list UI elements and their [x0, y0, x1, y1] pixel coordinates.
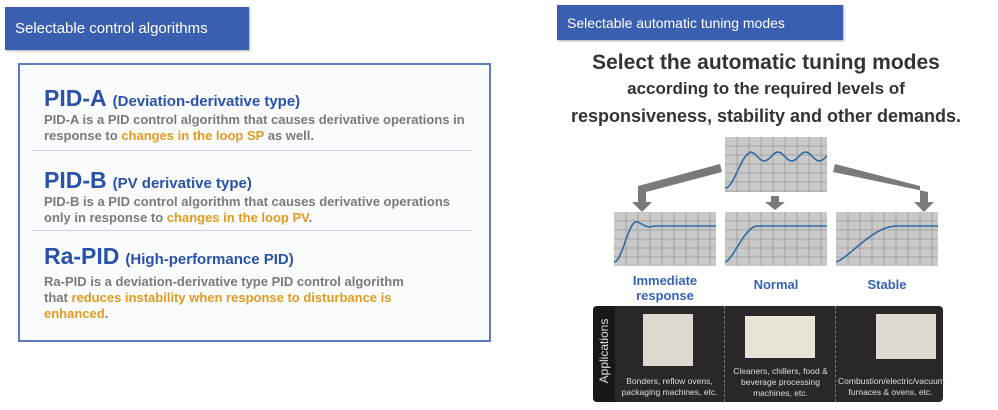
algo-type: (PV derivative type)	[112, 175, 252, 192]
machine-image	[643, 314, 693, 366]
machine-image	[876, 314, 936, 359]
response-curve	[725, 151, 827, 189]
arrow-left-icon	[632, 164, 722, 212]
application-item: Combustion/electric/vacuum furnaces & ov…	[835, 306, 945, 402]
algo-name: PID-B	[44, 167, 107, 193]
algo-name: PID-A	[44, 85, 107, 111]
divider	[32, 230, 472, 231]
mode-normal-label: Normal	[753, 277, 799, 292]
subline-2: responsiveness, stability and other dema…	[570, 106, 962, 126]
mode-stable-label: Stable	[867, 277, 907, 292]
response-curve	[836, 225, 938, 263]
application-item: Bonders, reflow ovens, packaging machine…	[615, 306, 723, 402]
pid-a-desc: PID-A is a PID control algorithm that ca…	[44, 112, 465, 143]
control-algorithms-header: Selectable control algorithms	[5, 7, 249, 50]
ra-pid-desc: Ra-PID is a deviation-derivative type PI…	[44, 274, 404, 321]
arrow-right-icon	[833, 164, 934, 212]
applications-label: Applications	[597, 318, 611, 384]
mode-immediate-label: Immediate response	[632, 273, 698, 303]
pid-a-title: PID-A (Deviation-derivative type)	[44, 85, 300, 112]
application-item: Cleaners, chillers, food & beverage proc…	[724, 306, 835, 402]
algorithms-panel: PID-A (Deviation-derivative type) PID-A i…	[18, 63, 491, 342]
response-curve	[614, 220, 716, 263]
ra-pid-title: Ra-PID (High-performance PID)	[44, 243, 294, 270]
response-curve	[725, 225, 827, 263]
chart-normal	[725, 212, 827, 266]
chart-stable	[836, 212, 938, 266]
pid-b-desc: PID-B is a PID control algorithm that ca…	[44, 194, 450, 225]
algo-type: (High-performance PID)	[125, 251, 294, 268]
algo-type: (Deviation-derivative type)	[112, 93, 301, 110]
machine-image	[745, 316, 815, 358]
chart-untuned	[725, 137, 827, 192]
chart-immediate	[614, 212, 716, 266]
algo-name: Ra-PID	[44, 243, 120, 269]
pid-b-title: PID-B (PV derivative type)	[44, 167, 252, 194]
divider	[32, 150, 472, 151]
subline-1: according to the required levels of	[627, 79, 905, 98]
arrows	[632, 164, 934, 212]
applications-panel: Applications Bonders, reflow ovens, pack…	[593, 306, 945, 402]
tuning-modes-header: Selectable automatic tuning modes	[557, 5, 843, 40]
headline: Select the automatic tuning modes	[592, 51, 940, 74]
arrow-down-icon	[765, 196, 785, 210]
